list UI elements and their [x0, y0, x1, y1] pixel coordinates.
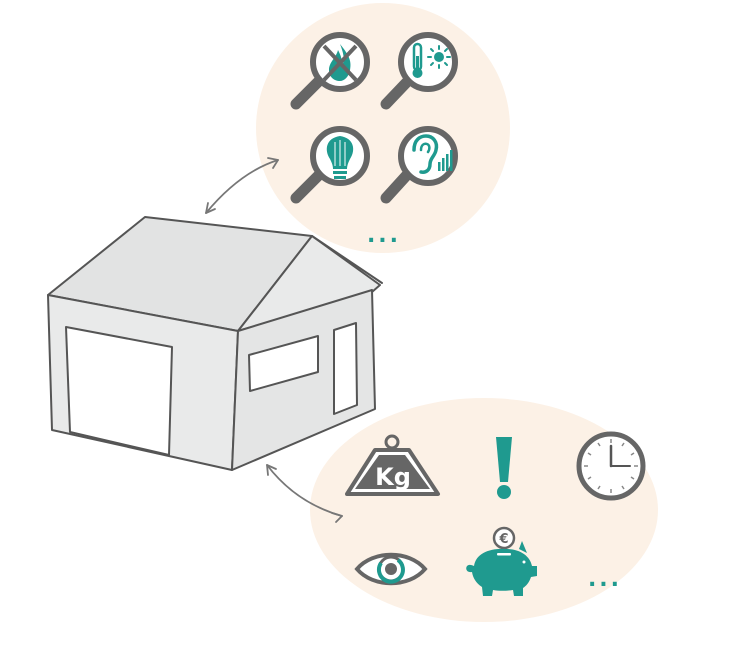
ear-sound-level-magnifier-icon — [380, 126, 458, 204]
bottom-arrow — [266, 464, 343, 523]
side-window — [248, 335, 319, 392]
euro-symbol: € — [498, 532, 508, 547]
exclamation-icon — [496, 437, 512, 499]
side-door — [333, 322, 358, 415]
clock-icon — [576, 431, 646, 501]
light-bulb-magnifier-icon — [290, 126, 370, 204]
euro-coin — [492, 526, 516, 550]
top-arrow — [205, 157, 279, 214]
temperature-sun-magnifier-icon — [380, 32, 458, 110]
top-ellipsis: ... — [367, 223, 401, 248]
bottom-ellipsis: ... — [588, 567, 622, 592]
piggy-bank-euro-icon: € — [466, 526, 537, 596]
weight-icon: Kg — [345, 434, 440, 496]
top-bubble — [256, 3, 510, 253]
no-fire-magnifier-icon — [290, 32, 370, 110]
garage-building — [47, 216, 383, 471]
eye-icon — [354, 552, 428, 586]
weight-label: Kg — [375, 463, 411, 491]
garage-door — [65, 326, 173, 456]
